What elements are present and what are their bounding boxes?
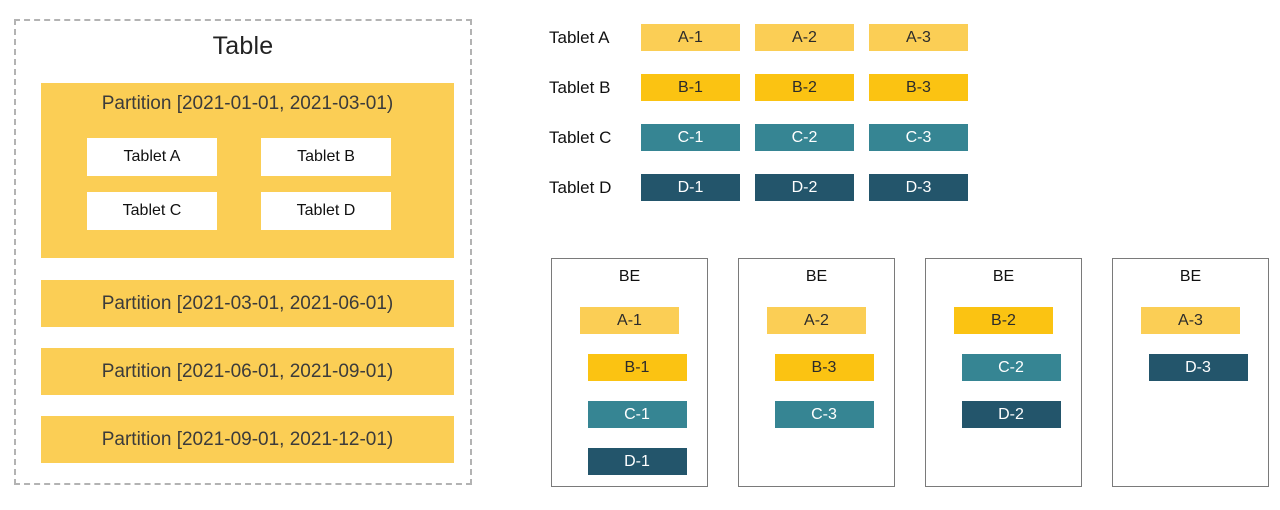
tablet-row: Tablet D D-1 D-2 D-3 xyxy=(549,174,979,201)
replica-chip[interactable]: A-2 xyxy=(767,307,866,334)
tablet-box-a[interactable]: Tablet A xyxy=(87,138,217,176)
be-chip-list: A-1 B-1 C-1 D-1 xyxy=(552,307,707,475)
be-chip-list: A-2 B-3 C-3 xyxy=(739,307,894,428)
tablet-box-d[interactable]: Tablet D xyxy=(261,192,391,230)
replica-chip[interactable]: C-1 xyxy=(641,124,740,151)
replica-chip[interactable]: C-1 xyxy=(587,401,687,428)
be-chip-list: A-3 D-3 xyxy=(1113,307,1268,381)
tablet-row: Tablet B B-1 B-2 B-3 xyxy=(549,74,979,101)
replica-chip[interactable]: C-2 xyxy=(755,124,854,151)
tablet-row-label: Tablet A xyxy=(549,27,610,47)
replica-chip[interactable]: A-1 xyxy=(580,307,679,334)
replica-chip[interactable]: D-2 xyxy=(755,174,854,201)
partition-label: Partition [2021-01-01, 2021-03-01) xyxy=(101,93,394,114)
tablet-row-label: Tablet C xyxy=(549,127,612,147)
replica-chip[interactable]: B-1 xyxy=(587,354,687,381)
table-panel: Table Partition [2021-01-01, 2021-03-01)… xyxy=(14,19,472,485)
replica-chip[interactable]: C-3 xyxy=(869,124,968,151)
tablet-row: Tablet C C-1 C-2 C-3 xyxy=(549,124,979,151)
tablet-box-b[interactable]: Tablet B xyxy=(261,138,391,176)
replica-chip[interactable]: D-3 xyxy=(869,174,968,201)
replica-chip[interactable]: B-3 xyxy=(774,354,874,381)
replica-chip[interactable]: B-2 xyxy=(954,307,1053,334)
replica-chip[interactable]: D-3 xyxy=(1148,354,1248,381)
replica-chip[interactable]: B-2 xyxy=(755,74,854,101)
replica-chip[interactable]: D-1 xyxy=(587,448,687,475)
replica-chip[interactable]: A-3 xyxy=(869,24,968,51)
tablet-row: Tablet A A-1 A-2 A-3 xyxy=(549,24,979,51)
be-node[interactable]: BE B-2 C-2 D-2 xyxy=(925,258,1082,487)
partition-bar[interactable]: Partition [2021-06-01, 2021-09-01) xyxy=(41,348,454,395)
be-node[interactable]: BE A-3 D-3 xyxy=(1112,258,1269,487)
tablet-row-label: Tablet D xyxy=(549,177,612,197)
be-node[interactable]: BE A-1 B-1 C-1 D-1 xyxy=(551,258,708,487)
replica-chip[interactable]: D-2 xyxy=(961,401,1061,428)
be-node-title: BE xyxy=(992,268,1015,285)
be-chip-list: B-2 C-2 D-2 xyxy=(926,307,1081,428)
partition-bar[interactable]: Partition [2021-03-01, 2021-06-01) xyxy=(41,280,454,327)
tablet-row-label: Tablet B xyxy=(549,77,611,97)
replica-chip[interactable]: B-1 xyxy=(641,74,740,101)
page-title: Table xyxy=(212,32,274,60)
replica-chip[interactable]: C-3 xyxy=(774,401,874,428)
be-node-title: BE xyxy=(805,268,828,285)
be-node[interactable]: BE A-2 B-3 C-3 xyxy=(738,258,895,487)
tablet-replica-rows: Tablet A A-1 A-2 A-3 Tablet B B-1 B-2 B-… xyxy=(549,24,979,224)
tablet-box-c[interactable]: Tablet C xyxy=(87,192,217,230)
partition-bar[interactable]: Partition [2021-09-01, 2021-12-01) xyxy=(41,416,454,463)
replica-chip[interactable]: C-2 xyxy=(961,354,1061,381)
replica-chip[interactable]: A-3 xyxy=(1141,307,1240,334)
tablet-grid: Tablet A Tablet B Tablet C Tablet D xyxy=(87,138,407,230)
partition-expanded[interactable]: Partition [2021-01-01, 2021-03-01) Table… xyxy=(41,83,454,258)
replica-chip[interactable]: A-2 xyxy=(755,24,854,51)
be-node-title: BE xyxy=(1179,268,1202,285)
replica-chip[interactable]: B-3 xyxy=(869,74,968,101)
be-node-list: BE A-1 B-1 C-1 D-1 BE A-2 B-3 C-3 BE B-2… xyxy=(551,258,1269,487)
replica-chip[interactable]: A-1 xyxy=(641,24,740,51)
be-node-title: BE xyxy=(618,268,641,285)
replica-chip[interactable]: D-1 xyxy=(641,174,740,201)
